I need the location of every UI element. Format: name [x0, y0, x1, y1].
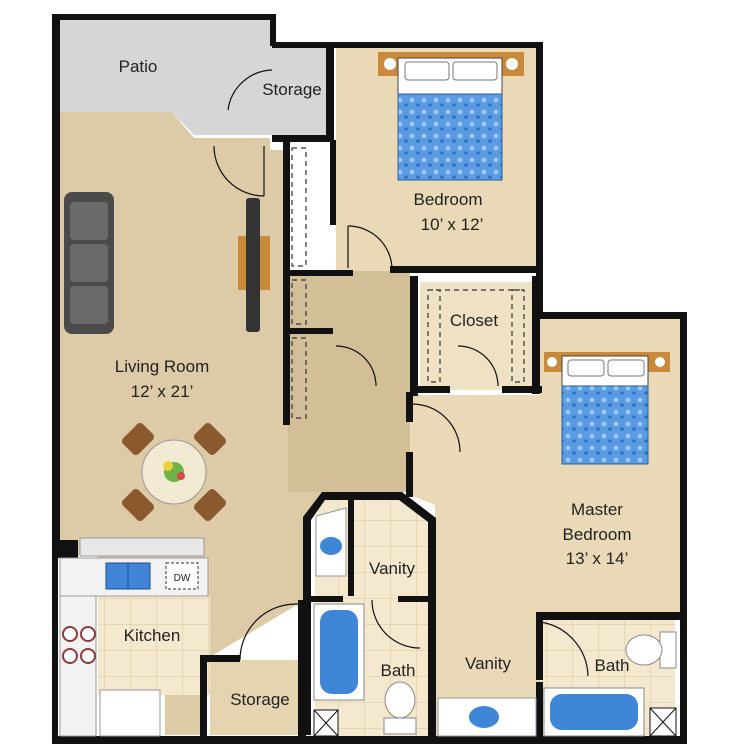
hall-sink-icon	[315, 507, 347, 577]
wall-closet-bottom-l	[410, 386, 450, 393]
patio-label: Patio	[119, 57, 158, 76]
linen-box-right	[649, 707, 677, 737]
dishwasher-label: DW	[174, 573, 191, 584]
door-arc-bedroom	[347, 225, 393, 269]
kitchen-label: Kitchen	[124, 626, 181, 645]
door-arc-patio	[213, 145, 265, 197]
wall-vanity-left	[348, 500, 354, 596]
wall-hall-bath	[303, 492, 436, 740]
living-room-size: 12’ x 21’	[131, 382, 194, 401]
wall-vanity-divider-2	[398, 596, 432, 602]
wall-closet-right	[532, 276, 540, 394]
wall-master-top	[536, 312, 686, 319]
wall-storage-left2	[200, 655, 207, 743]
linen-box-left	[313, 709, 339, 737]
wall-storage-bottom	[272, 135, 334, 142]
master-bed-icon	[544, 352, 670, 465]
closet-shelf-2	[291, 279, 307, 325]
vanity-master-label: Vanity	[465, 654, 511, 673]
room-labels: Patio Storage Bedroom 10’ x 12’ Closet L…	[115, 57, 632, 709]
closet-shelf-4	[427, 289, 441, 383]
sink-icon	[105, 562, 151, 590]
master-bedroom-label-1: Master	[571, 500, 623, 519]
bathtub-icon	[313, 603, 365, 701]
stove-icon	[62, 626, 96, 664]
dishwasher-icon: DW	[165, 562, 199, 590]
sofa-icon	[64, 192, 114, 334]
master-sink-icon	[437, 697, 537, 737]
closet-label: Closet	[450, 311, 498, 330]
door-arc-master	[411, 403, 461, 453]
closet-shelf-1	[291, 147, 307, 267]
master-toilet-icon	[625, 631, 677, 669]
master-bedroom-label-2: Bedroom	[563, 525, 632, 544]
storage-bottom-label: Storage	[230, 690, 290, 709]
closet-shelves	[291, 147, 525, 419]
tv-icon	[238, 198, 270, 332]
door-arc-closet	[457, 345, 499, 387]
storage-top-label: Storage	[262, 80, 322, 99]
closet-shelf-3	[291, 337, 307, 419]
wall-patio-right	[270, 14, 276, 46]
bed-icon	[378, 52, 524, 181]
wall-storage-top	[200, 655, 240, 662]
wall-top-patio	[52, 14, 276, 20]
door-arc-master-bath	[539, 621, 589, 677]
wall-hall-2	[283, 328, 333, 334]
closet-floor	[420, 282, 532, 390]
storage-bottom-floor	[210, 660, 305, 735]
wall-closet-left	[410, 276, 418, 396]
wall-closet-bottom-r	[502, 386, 542, 393]
closet-shelf-5	[511, 289, 525, 383]
wall-master-bath-left-2	[536, 682, 543, 742]
wall-bedroom-bottom	[390, 266, 540, 273]
wall-master-bath-left	[536, 612, 543, 680]
wall-closet-col-left	[283, 140, 290, 425]
wall-left	[52, 14, 60, 556]
bath-master-label: Bath	[595, 656, 630, 675]
wall-bedroom-left	[330, 140, 336, 225]
wall-storage-right	[298, 600, 306, 740]
wall-master-bath-top	[536, 612, 686, 620]
wall-kitchen-bottom	[52, 736, 172, 744]
door-arc-bath	[371, 599, 421, 649]
wall-master-right	[680, 312, 687, 744]
vanity-hall-label: Vanity	[369, 559, 415, 578]
patio-floor	[58, 18, 326, 135]
wall-bottom	[160, 736, 687, 744]
door-arc-hall-closet	[335, 345, 377, 387]
wall-hall-right-2	[406, 452, 413, 497]
bedroom-size: 10’ x 12’	[421, 215, 484, 234]
wall-top-bedroom	[272, 42, 542, 48]
kitchen-floor	[98, 595, 210, 695]
wall-bedroom-right	[536, 42, 543, 314]
wall-storage-left	[326, 42, 334, 142]
bedroom-label: Bedroom	[414, 190, 483, 209]
wall-kitchen-left	[52, 540, 58, 740]
doors	[213, 69, 589, 677]
door-arc-storage-top	[227, 69, 273, 111]
door-arc-storage-bottom	[239, 603, 299, 661]
living-room-label: Living Room	[115, 357, 210, 376]
master-bathtub-icon	[543, 687, 645, 737]
master-bedroom-size: 13’ x 14’	[566, 549, 629, 568]
bath-hall-label: Bath	[381, 661, 416, 680]
hallway-floor	[288, 270, 410, 492]
wall-vanity-divider	[303, 596, 343, 602]
wall-kitchen-top	[52, 540, 78, 558]
wall-hall-right	[406, 392, 413, 422]
walls	[52, 14, 687, 744]
wall-hall-1	[283, 270, 353, 276]
dining-table-icon	[121, 422, 227, 522]
toilet-icon	[383, 681, 417, 735]
